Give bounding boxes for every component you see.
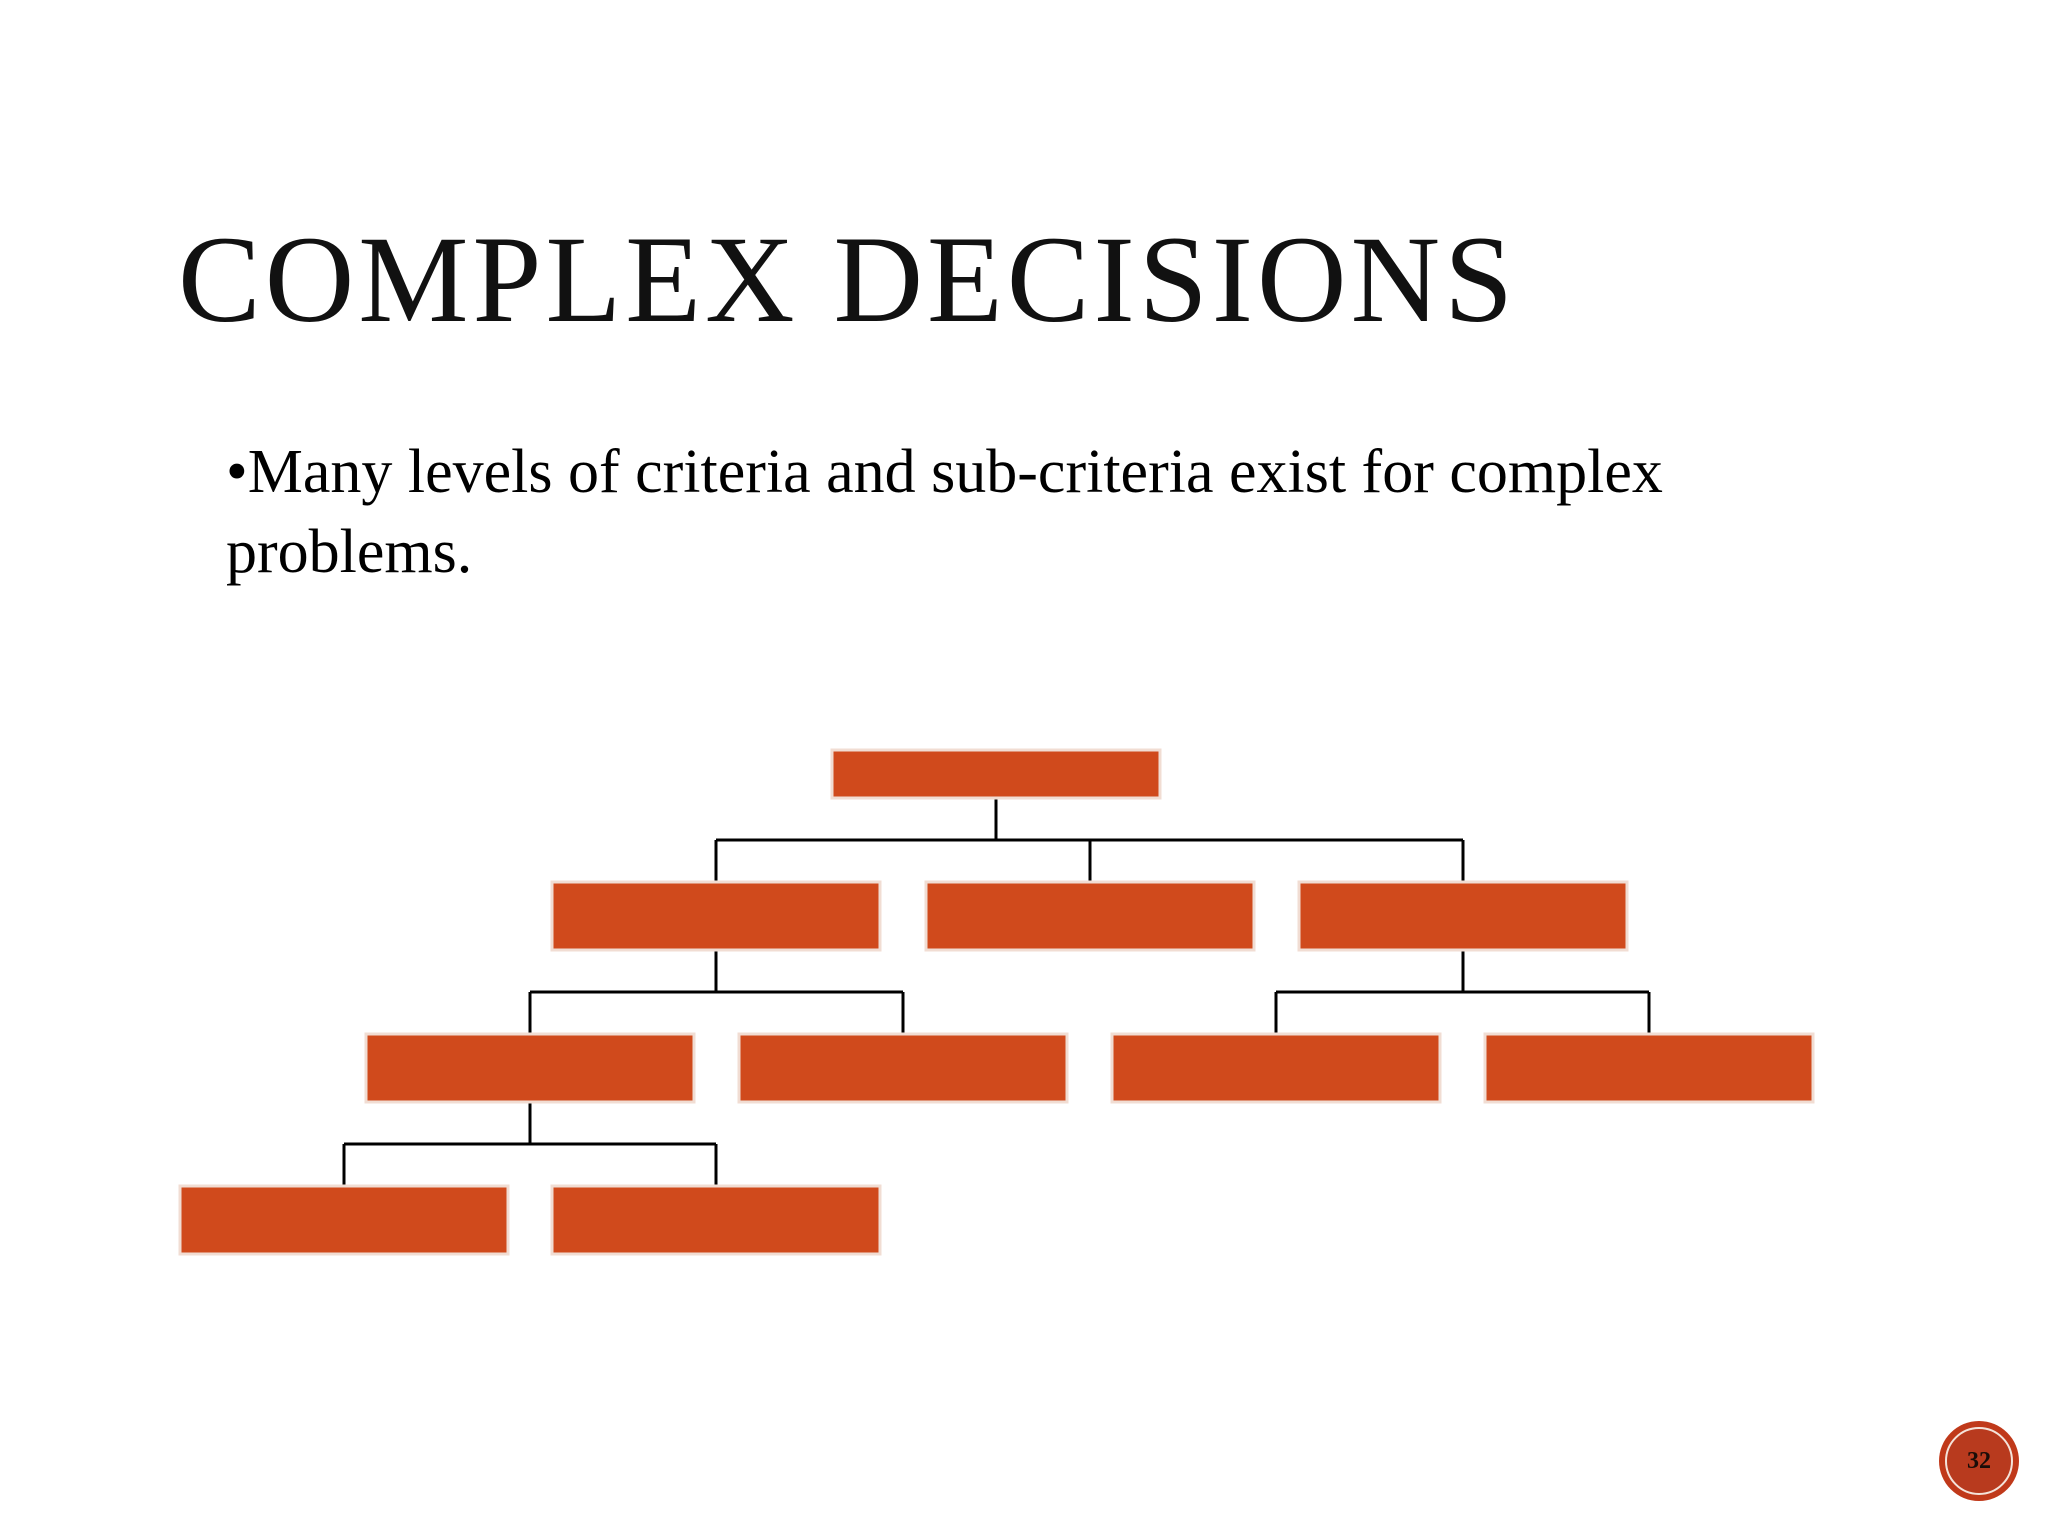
root-criterion-box [830,748,1162,800]
page-number-badge [1939,1421,2019,1501]
subcriterion-box-1 [364,1032,696,1104]
sub-subcriterion-box-1 [178,1184,510,1256]
connectors-level2-to-level3 [342,1102,718,1186]
criterion-box-1 [550,880,882,952]
connectors-root-to-level1 [714,798,1465,882]
criterion-box-3 [1297,880,1629,952]
connectors-level1-right-to-level2 [1274,950,1651,1034]
subcriterion-box-3 [1110,1032,1442,1104]
subcriterion-box-4 [1483,1032,1815,1104]
criterion-box-2 [924,880,1256,952]
bullet-text: •Many levels of criteria and sub-criteri… [226,438,1663,586]
sub-subcriterion-box-2 [550,1184,882,1256]
slide-title: COMPLEX DECISIONS [178,211,1518,348]
subcriterion-box-2 [737,1032,1069,1104]
page-number: 32 [1967,1448,1991,1474]
connectors-level1-left-to-level2 [528,950,905,1034]
